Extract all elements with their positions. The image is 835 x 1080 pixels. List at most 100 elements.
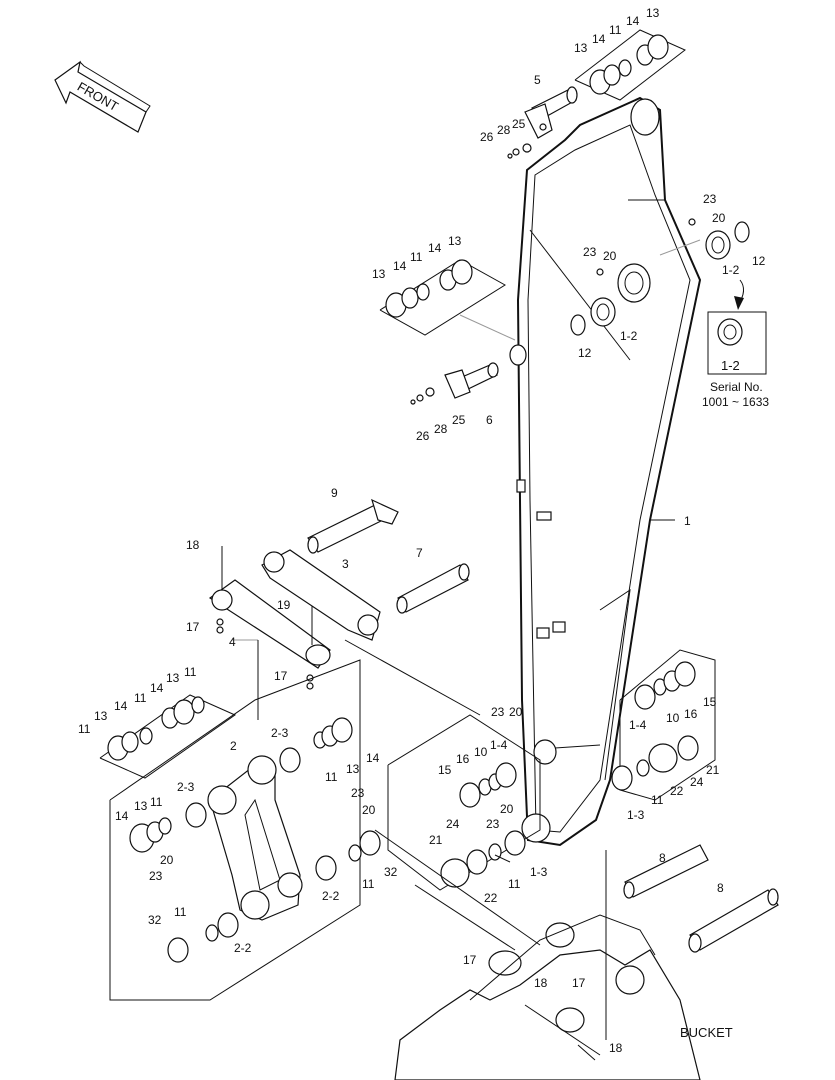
- callout-23a: 23: [703, 192, 717, 206]
- callout-15b: 15: [703, 695, 717, 709]
- pin-8-upper: [623, 844, 709, 899]
- callout-13f: 13: [166, 671, 180, 685]
- callout-23f: 23: [486, 817, 500, 831]
- pin-5: [507, 86, 578, 159]
- callout-17b: 17: [274, 669, 288, 683]
- callout-10a: 10: [474, 745, 488, 759]
- callout-11j: 11: [508, 877, 521, 891]
- callout-18c: 18: [609, 1041, 623, 1055]
- callout-11a: 11: [609, 23, 622, 37]
- callout-21a: 21: [429, 833, 443, 847]
- callout-1-2b: 1-2: [620, 329, 638, 343]
- callout-14h: 14: [115, 809, 129, 823]
- bucket-label: BUCKET: [680, 1025, 733, 1040]
- pin-6: [410, 362, 499, 405]
- callout-11g: 11: [150, 795, 163, 809]
- callout-1-3b: 1-3: [627, 808, 645, 822]
- callout-11d: 11: [134, 691, 147, 705]
- callout-12b: 12: [578, 346, 592, 360]
- box-link-2: [109, 659, 381, 1001]
- serial-inset: 1-2 Serial No. 1001 ~ 1633: [702, 311, 769, 409]
- serial-label: Serial No.: [710, 380, 763, 394]
- callout-24a: 24: [446, 817, 460, 831]
- callout-8a: 8: [659, 851, 666, 865]
- callout-14a: 14: [592, 32, 606, 46]
- callout-20e: 20: [509, 705, 523, 719]
- callout-17d: 17: [572, 976, 586, 990]
- callout-14d: 14: [428, 241, 442, 255]
- pin-8-lower: [688, 888, 779, 953]
- callout-11k: 11: [651, 793, 664, 807]
- callout-8b: 8: [717, 881, 724, 895]
- callout-23b: 23: [583, 245, 597, 259]
- callout-32b: 32: [148, 913, 162, 927]
- callout-24b: 24: [690, 775, 704, 789]
- serial-range: 1001 ~ 1633: [702, 395, 769, 409]
- bush-1-2-mid: [570, 268, 616, 336]
- callout-18a: 18: [186, 538, 200, 552]
- callout-25b: 25: [452, 413, 466, 427]
- callout-25a: 25: [512, 117, 526, 131]
- callout-20b: 20: [603, 249, 617, 263]
- callout-13d: 13: [448, 234, 462, 248]
- callout-26b: 26: [416, 429, 430, 443]
- link-4: [208, 546, 331, 690]
- ring-group-left: [99, 694, 237, 779]
- leader-lines: [232, 639, 607, 1061]
- callout-22a: 22: [484, 891, 498, 905]
- callout-5: 5: [534, 73, 541, 87]
- callout-11e: 11: [184, 665, 197, 679]
- inset-part-label: 1-2: [721, 358, 740, 373]
- ring-group-top: [574, 29, 686, 101]
- bush-1-2-right: [659, 218, 750, 310]
- callout-1-3a: 1-3: [530, 865, 548, 879]
- callout-4: 4: [229, 635, 236, 649]
- callout-11f: 11: [325, 770, 338, 784]
- pin-9: [307, 498, 399, 554]
- callout-13g: 13: [346, 762, 360, 776]
- callout-labels: 13 14 11 14 13 5 26 28 25 23 20 12 1-2 2…: [78, 6, 766, 1055]
- callout-18b: 18: [534, 976, 548, 990]
- callout-10b: 10: [666, 711, 680, 725]
- callout-20f: 20: [500, 802, 514, 816]
- callout-11h: 11: [362, 877, 375, 891]
- callout-16a: 16: [456, 752, 470, 766]
- callout-17a: 17: [186, 620, 200, 634]
- callout-21b: 21: [706, 763, 720, 777]
- front-arrow-icon: FRONT: [54, 60, 151, 133]
- callout-2-3a: 2-3: [271, 726, 289, 740]
- callout-28a: 28: [497, 123, 511, 137]
- link-3: [261, 549, 381, 641]
- callout-1-2a: 1-2: [722, 263, 740, 277]
- callout-14f: 14: [150, 681, 164, 695]
- link-2: [207, 755, 303, 921]
- callout-11b: 11: [410, 250, 423, 264]
- callout-20d: 20: [160, 853, 174, 867]
- callout-15a: 15: [438, 763, 452, 777]
- callout-23c: 23: [351, 786, 365, 800]
- callout-26a: 26: [480, 130, 494, 144]
- callout-14b: 14: [626, 14, 640, 28]
- callout-13h: 13: [134, 799, 148, 813]
- callout-13b: 13: [646, 6, 660, 20]
- callout-23e: 23: [491, 705, 505, 719]
- callout-14c: 14: [393, 259, 407, 273]
- callout-13e: 13: [94, 709, 108, 723]
- callout-23d: 23: [149, 869, 163, 883]
- callout-1-4a: 1-4: [490, 738, 508, 752]
- callout-2-2b: 2-2: [234, 941, 252, 955]
- callout-22b: 22: [670, 784, 684, 798]
- boom-body: [509, 96, 702, 847]
- ring-group-right-lower: [387, 714, 541, 891]
- callout-14e: 14: [114, 699, 128, 713]
- callout-13c: 13: [372, 267, 386, 281]
- callout-2-2a: 2-2: [322, 889, 340, 903]
- callout-6: 6: [486, 413, 493, 427]
- callout-11i: 11: [174, 905, 187, 919]
- bucket: BUCKET: [394, 914, 733, 1080]
- ring-group-right-upper: [611, 649, 716, 801]
- callout-1-4b: 1-4: [629, 718, 647, 732]
- callout-11c: 11: [78, 722, 91, 736]
- callout-20a: 20: [712, 211, 726, 225]
